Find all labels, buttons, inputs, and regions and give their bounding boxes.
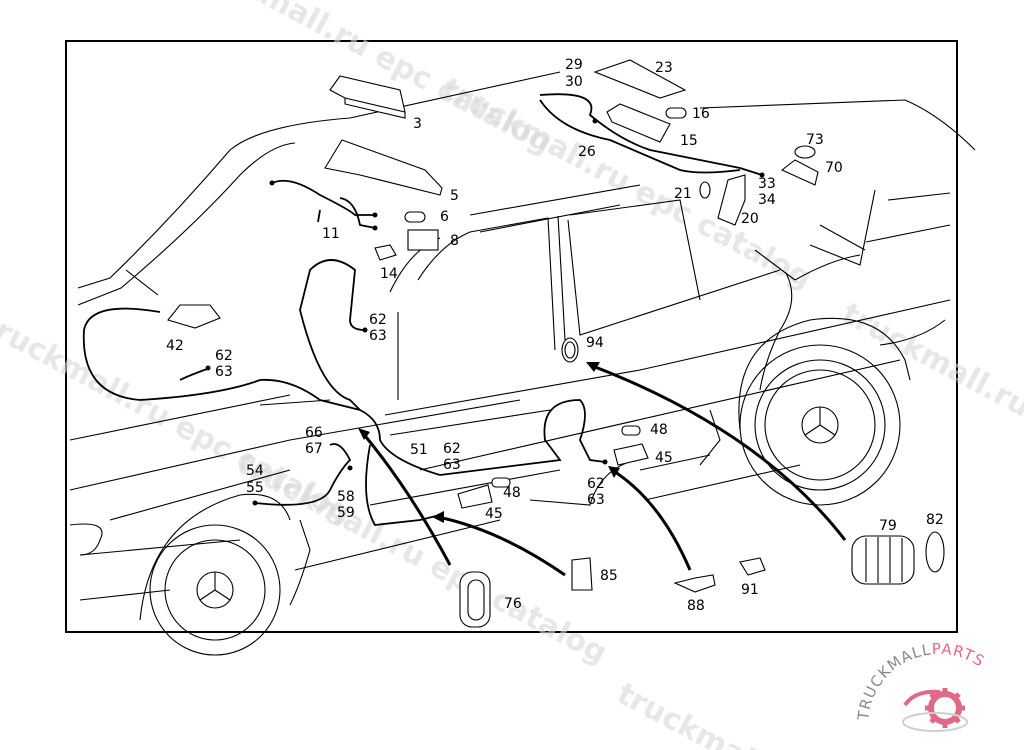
gear-icon xyxy=(902,688,968,732)
callout-62: 62 xyxy=(369,312,387,328)
callout-3: 3 xyxy=(413,116,422,132)
callout-14: 14 xyxy=(380,266,398,282)
callout-70: 70 xyxy=(825,160,843,176)
part-21-bulb xyxy=(699,181,711,199)
callout-62: 62 xyxy=(443,441,461,457)
callout-48: 48 xyxy=(503,485,521,501)
part-8-switch xyxy=(407,229,439,251)
part-16-bulb xyxy=(665,107,687,119)
callout-94: 94 xyxy=(586,335,604,351)
parts xyxy=(167,59,945,628)
arrowhead xyxy=(432,511,444,523)
part-20-lamp-unit xyxy=(717,174,746,226)
callout-11: 11 xyxy=(322,226,340,242)
svg-text:TRUCKMALLPARTS: TRUCKMALLPARTS xyxy=(854,640,988,722)
callout-45: 45 xyxy=(655,450,673,466)
part-5-lamp-housing xyxy=(324,139,443,196)
callout-51: 51 xyxy=(410,442,428,458)
callout-20: 20 xyxy=(741,211,759,227)
part-6-bulb xyxy=(404,211,426,223)
callout-6: 6 xyxy=(440,209,449,225)
part-42-lamp xyxy=(167,304,221,329)
callout-42: 42 xyxy=(166,338,184,354)
connector-dots xyxy=(205,118,765,506)
callout-63: 63 xyxy=(587,492,605,508)
arrow-85 xyxy=(437,515,566,577)
callout-82: 82 xyxy=(926,512,944,528)
callout-88: 88 xyxy=(687,598,705,614)
part-82-grommet xyxy=(925,531,945,573)
wiring xyxy=(82,93,763,526)
callout-23: 23 xyxy=(655,60,673,76)
part-70-lamp xyxy=(780,159,819,186)
arrow-76 xyxy=(360,431,452,566)
callout-labels: 3 5 6 8 11 14 29 30 23 16 15 26 73 70 33… xyxy=(166,57,944,614)
callout-26: 26 xyxy=(578,144,596,160)
callout-33: 33 xyxy=(758,176,776,192)
part-73-bulb xyxy=(794,145,816,159)
callout-45: 45 xyxy=(485,506,503,522)
part-48-bulb xyxy=(621,425,641,436)
watermark: truckmall.ru epc catalog xyxy=(231,446,612,671)
callout-66: 66 xyxy=(305,425,323,441)
part-3-lamp-cover xyxy=(329,75,406,119)
truckmallparts-logo: TRUCKMALLPARTS xyxy=(854,640,988,732)
callout-5: 5 xyxy=(450,188,459,204)
watermark: truckmall xyxy=(611,676,769,750)
watermark: truckmall.ru epc catalog xyxy=(176,0,557,161)
part-91-clip xyxy=(739,557,766,576)
part-88-contact xyxy=(673,574,716,593)
part-85-clip xyxy=(571,557,593,591)
callout-85: 85 xyxy=(600,568,618,584)
callout-76: 76 xyxy=(504,596,522,612)
part-76-boot-inner xyxy=(467,579,485,621)
logo-brand-left: TRUCKMALL xyxy=(854,640,933,722)
callout-30: 30 xyxy=(565,74,583,90)
callout-62: 62 xyxy=(587,476,605,492)
callout-73: 73 xyxy=(806,132,824,148)
part-79-boot xyxy=(851,535,915,585)
callout-15: 15 xyxy=(680,133,698,149)
callout-8: 8 xyxy=(450,233,459,249)
callout-34: 34 xyxy=(758,192,776,208)
part-48-bulb xyxy=(491,477,511,488)
part-45-lamp xyxy=(457,484,493,509)
callout-29: 29 xyxy=(565,57,583,73)
part-15-lamp xyxy=(606,103,671,143)
arrowhead xyxy=(358,428,370,440)
diagram-frame xyxy=(65,40,958,633)
callout-55: 55 xyxy=(246,480,264,496)
callout-63: 63 xyxy=(443,457,461,473)
callout-62: 62 xyxy=(215,348,233,364)
arrowhead xyxy=(586,362,600,372)
callout-48: 48 xyxy=(650,422,668,438)
callout-63: 63 xyxy=(215,364,233,380)
callout-67: 67 xyxy=(305,441,323,457)
part-45-lamp xyxy=(613,443,649,466)
callout-58: 58 xyxy=(337,489,355,505)
callout-79: 79 xyxy=(879,518,897,534)
part-23-frame xyxy=(593,59,687,99)
arrow-88 xyxy=(611,468,692,571)
logo-brand-right: PARTS xyxy=(932,640,988,671)
callout-63: 63 xyxy=(369,328,387,344)
part-94-grommet-inner xyxy=(564,341,576,359)
callout-91: 91 xyxy=(741,582,759,598)
callout-16: 16 xyxy=(692,106,710,122)
callout-54: 54 xyxy=(246,463,264,479)
car-body xyxy=(69,71,976,656)
part-14-clip xyxy=(374,244,397,261)
assembly-arrows xyxy=(358,362,847,577)
arrowhead xyxy=(608,466,620,478)
arrow-79 xyxy=(589,363,847,541)
callout-21: 21 xyxy=(674,186,692,202)
callout-59: 59 xyxy=(337,505,355,521)
